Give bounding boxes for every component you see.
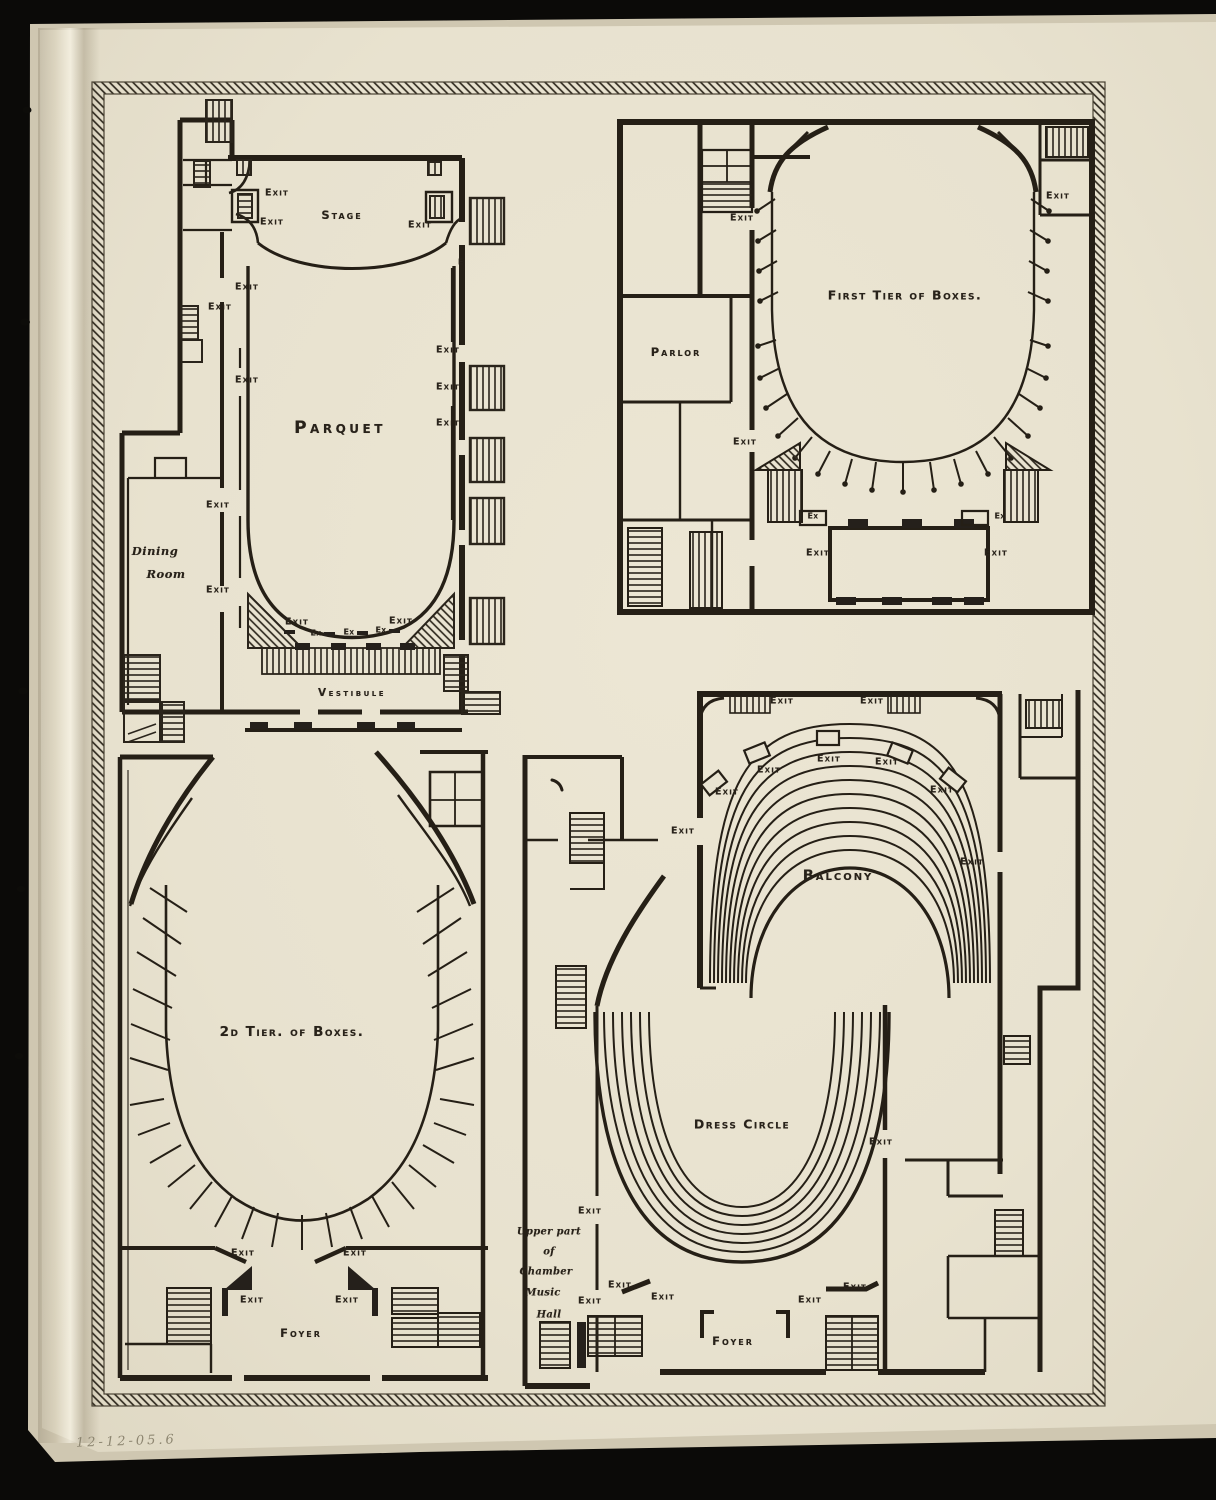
exit-label: Exit [769, 695, 795, 707]
exit-label: Exit [732, 436, 758, 448]
exit-label: Exit [435, 344, 461, 356]
exit-label: Exit [435, 381, 461, 393]
dress-circle-label: Dress Circle [693, 1116, 791, 1132]
exit-label: Exit [388, 615, 414, 627]
balcony-dress-circle-plan-linework [522, 690, 1081, 1389]
exit-label: Exit [207, 301, 233, 313]
exit-label: Exit [205, 499, 231, 511]
exit-label: Exit [284, 616, 310, 628]
exit-label: Ex [375, 625, 387, 635]
exit-label: Exit [1045, 190, 1071, 202]
exit-label: Exit [577, 1295, 603, 1307]
exit-label: Exit [407, 219, 433, 231]
exit-label: Exit [205, 584, 231, 596]
second-tier-plan-linework [117, 750, 488, 1381]
first-tier-title: First Tier of Boxes. [827, 287, 983, 303]
exit-label: Exit [607, 1279, 633, 1291]
exit-label: Ex [343, 627, 355, 637]
exit-label: Exit [230, 1247, 256, 1259]
exit-label: Exit [756, 764, 782, 776]
exit-label: Ex [310, 628, 322, 638]
exit-label: Exit [650, 1291, 676, 1303]
exit-label: Exit [264, 187, 290, 199]
parquet-plan-linework [119, 99, 506, 743]
chamber-hall-note: of [543, 1246, 555, 1258]
exit-label: Exit [959, 856, 985, 868]
exit-label: Exit [670, 825, 696, 837]
exit-label: Ex [807, 511, 819, 521]
chamber-hall-note: Chamber [519, 1266, 573, 1278]
exit-label: Exit [842, 1281, 868, 1293]
exit-label: Exit [234, 374, 260, 386]
exit-label: Exit [929, 784, 955, 796]
page-border [91, 81, 1106, 1407]
exit-label: Exit [239, 1294, 265, 1306]
exit-label: Exit [577, 1205, 603, 1217]
exit-label: Exit [259, 216, 285, 228]
binding-holes [14, 106, 32, 1060]
exit-label: Exit [234, 281, 260, 293]
parquet-label: Parquet [294, 418, 386, 438]
vestibule-label: Vestibule [317, 687, 387, 699]
exit-label: Exit [342, 1247, 368, 1259]
exit-label: Exit [816, 753, 842, 765]
exit-label: E [458, 257, 464, 267]
second-tier-title: 2d Tier. of Boxes. [219, 1024, 365, 1040]
exit-label: Exit [859, 695, 885, 707]
dining-room-label: Room [146, 567, 186, 581]
exit-label: Exit [435, 417, 461, 429]
exit-label: Exit [334, 1294, 360, 1306]
first-tier-plan-linework [617, 119, 1095, 615]
chamber-hall-note: Hall [536, 1309, 562, 1321]
foyer-label: Foyer [712, 1334, 754, 1348]
foyer-label: Foyer [280, 1326, 322, 1340]
exit-label: Exit [874, 756, 900, 768]
exit-label: Exit [805, 547, 831, 559]
exit-label: Exit [797, 1294, 823, 1306]
parlor-label: Parlor [650, 345, 702, 359]
exit-label: Ex [994, 511, 1006, 521]
chamber-hall-note: Music [525, 1287, 561, 1299]
dining-room-label: Dining [131, 544, 179, 558]
balcony-label: Balcony [802, 868, 874, 884]
exit-label: Exit [983, 547, 1009, 559]
stage-label: Stage [321, 208, 363, 222]
exit-label: Exit [868, 1136, 894, 1148]
exit-label: Exit [729, 212, 755, 224]
exit-label: Exit [714, 786, 740, 798]
chamber-hall-note: Upper part [516, 1226, 582, 1238]
